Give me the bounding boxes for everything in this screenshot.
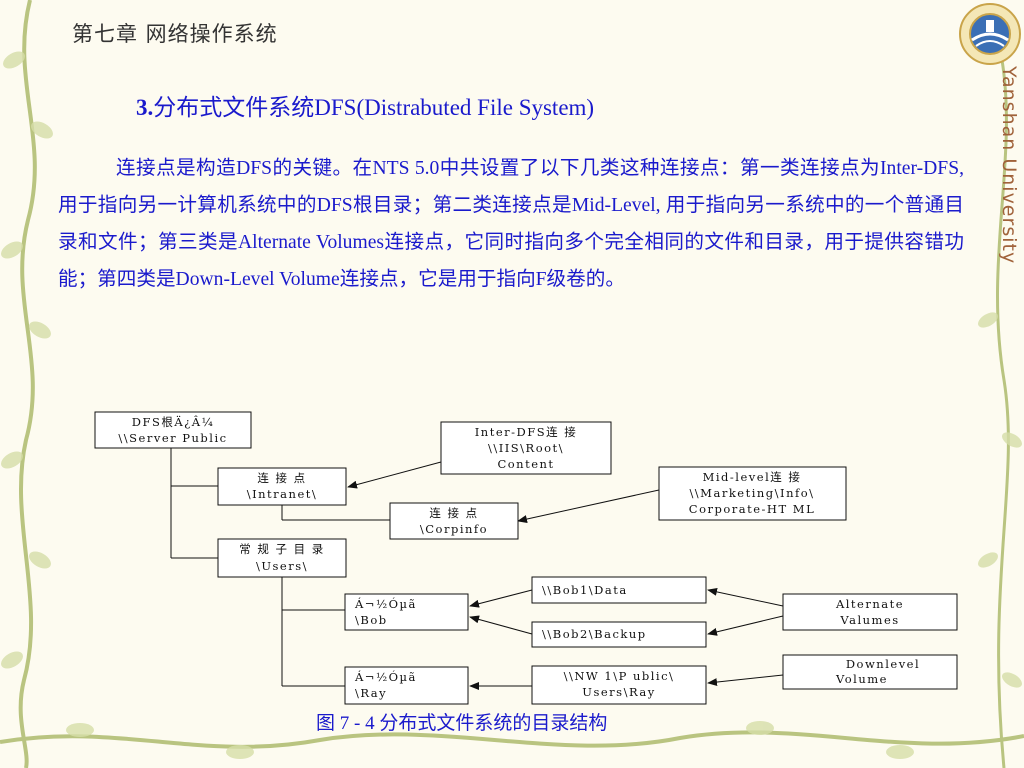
box-intranet [217,467,347,506]
box-alternate [782,593,958,631]
body-paragraph: 连接点是构造DFS的关键。在NTS 5.0中共设置了以下几类这种连接点：第一类连… [58,150,964,298]
corpinfo-line1: 连 接 点 [429,506,478,520]
box-bob1 [531,576,707,604]
interdfs-line1: Inter-DFS连 接 [475,425,578,439]
intranet-line2: \Intranet\ [247,487,318,501]
vine-decoration-left [1,0,53,768]
bob1-line1: \\Bob1\Data [542,583,628,597]
ray-line2: \Ray [355,686,387,700]
section-number: 3. [136,95,154,120]
ray-line1: Á¬½Óµã [354,670,417,684]
box-interdfs [440,421,612,475]
paragraph-text: 连接点是构造DFS的关键。在NTS 5.0中共设置了以下几类这种连接点：第一类连… [58,158,964,290]
nw1-line1: \\NW 1\P ublic\ [564,669,675,683]
alternate-line2: Valumes [839,613,899,627]
section-title: 3.分布式文件系统DFS(Distrabuted File System) [136,88,594,122]
vine-decoration-right [978,60,1022,768]
box-bob [344,593,469,631]
box-bob2 [531,621,707,648]
bob-line1: Á¬½Óµã [354,597,417,611]
nw1-line2: Users\Ray [582,685,655,699]
bob2-line1: \\Bob2\Backup [542,627,647,641]
root-line1: DFS根Ä¿Â¼ [132,415,215,429]
downlevel-line2: Volume [835,672,888,686]
figure-caption: 图 7 - 4 分布式文件系统的目录结构 [316,713,608,734]
bob-line2: \Bob [355,613,388,627]
interdfs-line2: \\IIS\Root\ [488,441,564,455]
box-ray [344,666,469,705]
midlevel-line3: Corporate-HT ML [689,502,815,516]
box-midlevel [658,466,847,521]
midlevel-line2: \\Marketing\Info\ [689,486,814,500]
yanshan-university-logo [959,3,1021,65]
users-line1: 常 规 子 目 录 [239,542,325,556]
section-title-text: 分布式文件系统DFS(Distrabuted File System) [153,95,595,120]
midlevel-line1: Mid-level连 接 [703,470,802,484]
intranet-line1: 连 接 点 [257,471,306,485]
root-line2: \\Server Public [118,431,227,445]
alternate-line1: Alternate [835,597,904,611]
users-line2: \Users\ [256,559,308,573]
university-name: Yanshan University [998,66,1020,265]
vine-decoration-bottom [0,721,1024,759]
box-nw1 [531,665,707,705]
corpinfo-line2: \Corpinfo [420,522,488,536]
box-users [217,538,347,578]
box-downlevel [782,654,958,690]
downlevel-line1: Downlevel [846,657,920,671]
chapter-heading: 第七章 网络操作系统 [72,22,278,46]
box-root [94,411,252,449]
interdfs-line3: Content [497,457,554,471]
box-corpinfo [389,502,519,540]
